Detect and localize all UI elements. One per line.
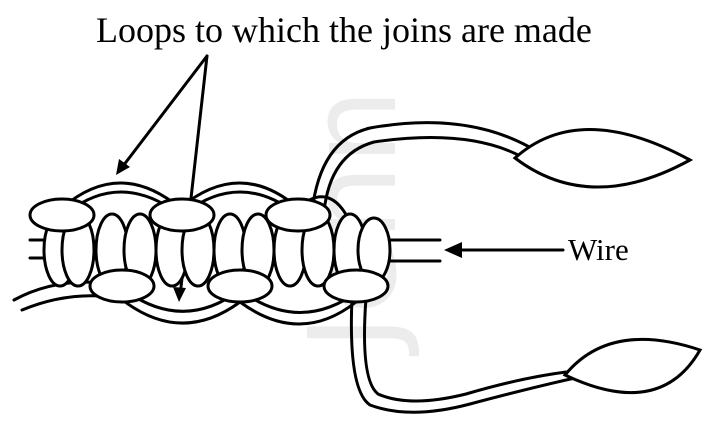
top-join-beads: [28, 197, 332, 233]
top-join-bead-2: [148, 197, 216, 233]
upper-loop-2: [178, 181, 300, 210]
top-join-bead-3: [264, 197, 332, 233]
wire-callout: Wire: [444, 232, 629, 267]
wire-upper-a: [310, 121, 540, 214]
upper-loop-1: [60, 181, 182, 210]
wire-arrow-head: [444, 242, 462, 258]
loops-caption: Loops to which the joins are made: [96, 10, 592, 50]
lower-loop-1-inner: [20, 294, 358, 326]
top-join-bead-1: [28, 197, 96, 233]
wire-lower-a: [349, 296, 577, 414]
bottom-join-bead-3: [322, 268, 390, 304]
arrow-to-upper-loop: [118, 54, 209, 172]
bottom-join-bead-1: [88, 268, 156, 304]
wire-lower-b: [363, 296, 568, 403]
leaf-bottom: [562, 337, 703, 394]
bottom-join-beads: [88, 268, 390, 304]
wire-upper-b: [322, 136, 526, 214]
arrow-head-upper-loop: [116, 159, 130, 175]
leaf-top: [512, 128, 694, 189]
arrow-head-lower-loop: [173, 287, 186, 302]
bottom-join-bead-2: [206, 268, 274, 304]
wire-label: Wire: [568, 232, 629, 267]
